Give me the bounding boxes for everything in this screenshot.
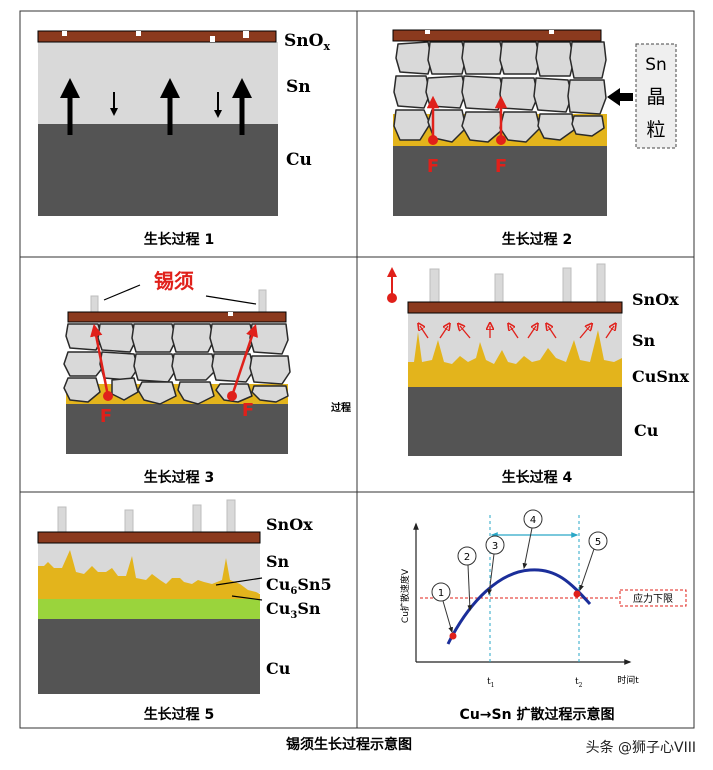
panel-grid — [19, 10, 695, 729]
caption-4: 生长过程 4 — [502, 469, 573, 486]
grain-label-line: 晶 — [646, 86, 665, 108]
tin-label: Sn — [632, 331, 656, 350]
curve-point — [573, 590, 581, 598]
whisker-pointer — [103, 284, 141, 301]
oxide-layer — [407, 301, 623, 314]
threshold-box — [619, 589, 687, 607]
pointer-arrow — [607, 88, 633, 106]
grain-label-line: 粒 — [646, 119, 665, 141]
force-label: F — [100, 406, 112, 427]
whiskers — [57, 499, 236, 533]
label-pointer — [215, 577, 263, 586]
copper-substrate — [38, 124, 278, 216]
force-label: F — [427, 156, 439, 177]
svg-text:2: 2 — [464, 552, 470, 563]
copper-substrate — [66, 404, 288, 454]
force-label: F — [495, 156, 507, 177]
copper-label: Cu — [286, 150, 312, 170]
oxide-layer — [37, 30, 277, 43]
t2-label: t2 — [575, 677, 583, 689]
figure-title: 锡须生长过程示意图 — [286, 736, 412, 753]
diffusion-arrows — [420, 326, 614, 339]
panel-3: F F 锡须 生长过程 3 — [63, 269, 291, 486]
stage-marker-1: 1 — [431, 582, 453, 634]
oxide-layer — [37, 531, 261, 544]
x-axis-label: 时间t — [617, 674, 639, 686]
grain-label-line: Sn — [645, 55, 667, 75]
force-arrows — [426, 95, 508, 145]
stage-marker-5: 5 — [579, 531, 608, 592]
svg-text:4: 4 — [530, 515, 536, 526]
oxide-label: SnOx — [266, 515, 313, 534]
imc-label: Cu6Sn5 — [266, 575, 332, 597]
tin-label: Sn — [286, 77, 311, 97]
threshold-label: 应力下限 — [633, 592, 673, 605]
imc-label-2: Cu3Sn — [266, 599, 321, 621]
curve-point — [449, 632, 457, 640]
oxide-layer — [392, 29, 602, 42]
sn-grains — [393, 41, 607, 143]
force-arrows — [90, 323, 258, 401]
copper-label: Cu — [266, 659, 291, 678]
whiskers — [429, 263, 606, 303]
copper-substrate — [38, 619, 260, 694]
imc-layer — [408, 330, 622, 388]
copper-label: Cu — [634, 421, 659, 440]
oxide-layer — [67, 311, 287, 323]
caption-2: 生长过程 2 — [502, 231, 573, 248]
svg-text:5: 5 — [595, 537, 601, 548]
caption-6: Cu→Sn 扩散过程示意图 — [460, 706, 615, 723]
caption-3: 生长过程 3 — [144, 469, 215, 486]
whisker-label: 锡须 — [154, 269, 194, 293]
panel-5: SnOx Sn Cu6Sn5 Cu3Sn Cu 生长过程 5 — [37, 499, 332, 723]
diffusion-curve — [446, 568, 592, 645]
t1-label: t1 — [487, 677, 494, 689]
imc-label: CuSnx — [632, 367, 690, 386]
stage-marker-3: 3 — [485, 535, 505, 596]
panel-1: SnOx Sn Cu 生长过程 1 — [37, 30, 330, 248]
oxide-label: SnOx — [284, 31, 330, 53]
imc-layer — [38, 550, 260, 600]
grain-label-box — [635, 43, 677, 149]
side-note: 过程 — [331, 401, 351, 414]
panel-6: Cu扩散速度V 时间t 应力下限 1 2 3 4 — [399, 509, 687, 723]
svg-text:3: 3 — [492, 541, 498, 552]
imc-layer-2 — [38, 599, 260, 619]
stress-arrows — [60, 78, 252, 135]
oxide-label: SnOx — [632, 290, 679, 309]
copper-substrate — [393, 146, 607, 216]
stage-marker-4: 4 — [522, 509, 543, 570]
panel-2: F F Sn 晶 粒 生长过程 2 — [392, 29, 677, 248]
svg-text:1: 1 — [438, 588, 444, 599]
watermark: 头条 @狮子心VIII — [586, 739, 696, 756]
whisker-pointer — [205, 295, 257, 305]
legend-dot — [387, 293, 397, 303]
caption-1: 生长过程 1 — [144, 231, 215, 248]
force-label: F — [242, 400, 254, 421]
y-axis-label: Cu扩散速度V — [399, 568, 411, 623]
stage-marker-2: 2 — [457, 546, 477, 612]
caption-5: 生长过程 5 — [144, 706, 215, 723]
label-pointer — [231, 595, 263, 601]
copper-substrate — [408, 387, 622, 456]
panel-4: SnOx Sn CuSnx Cu 生长过程 4 — [387, 263, 690, 486]
tin-label: Sn — [266, 552, 290, 571]
